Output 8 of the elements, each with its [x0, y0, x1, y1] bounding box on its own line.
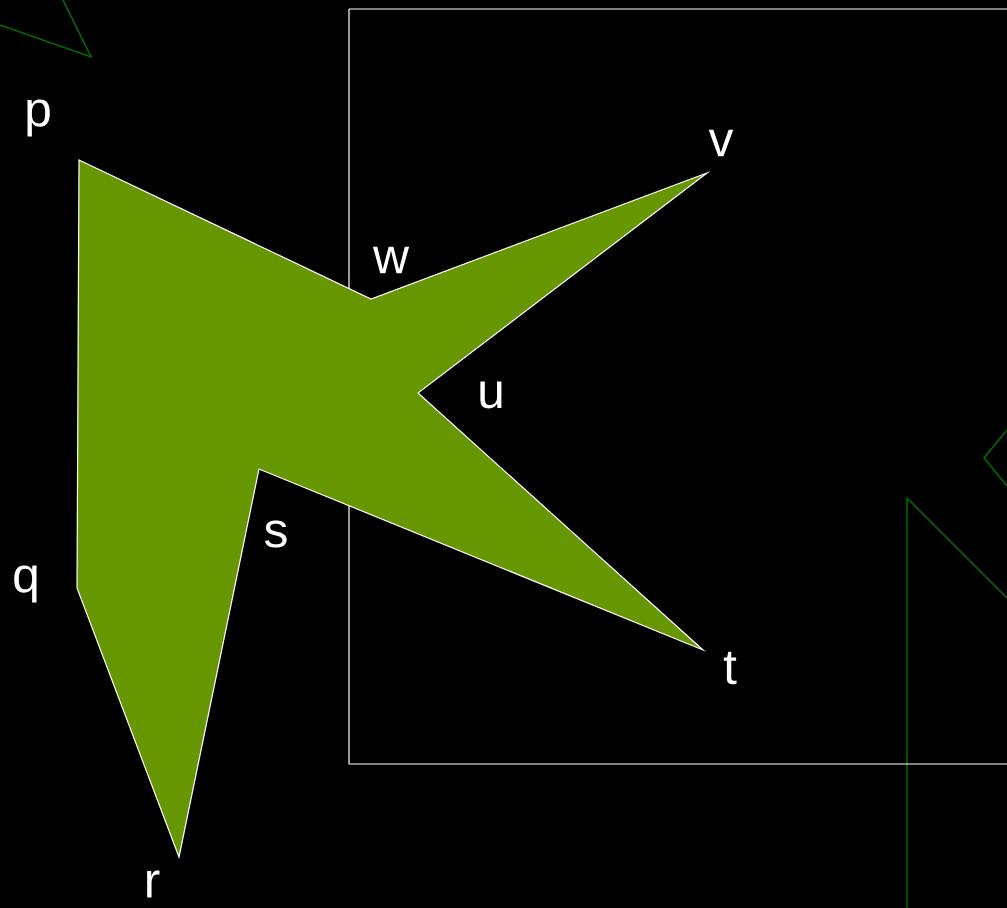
vertex-label: p — [27, 99, 50, 137]
vertex-label: t — [723, 651, 737, 685]
vertex-label: v — [708, 129, 734, 157]
vertex-label: q — [14, 565, 37, 603]
vertex-label: u — [480, 381, 502, 409]
vertex-label: s — [264, 520, 287, 548]
vertex-label: r — [147, 870, 160, 898]
vertex-label: w — [372, 246, 410, 274]
